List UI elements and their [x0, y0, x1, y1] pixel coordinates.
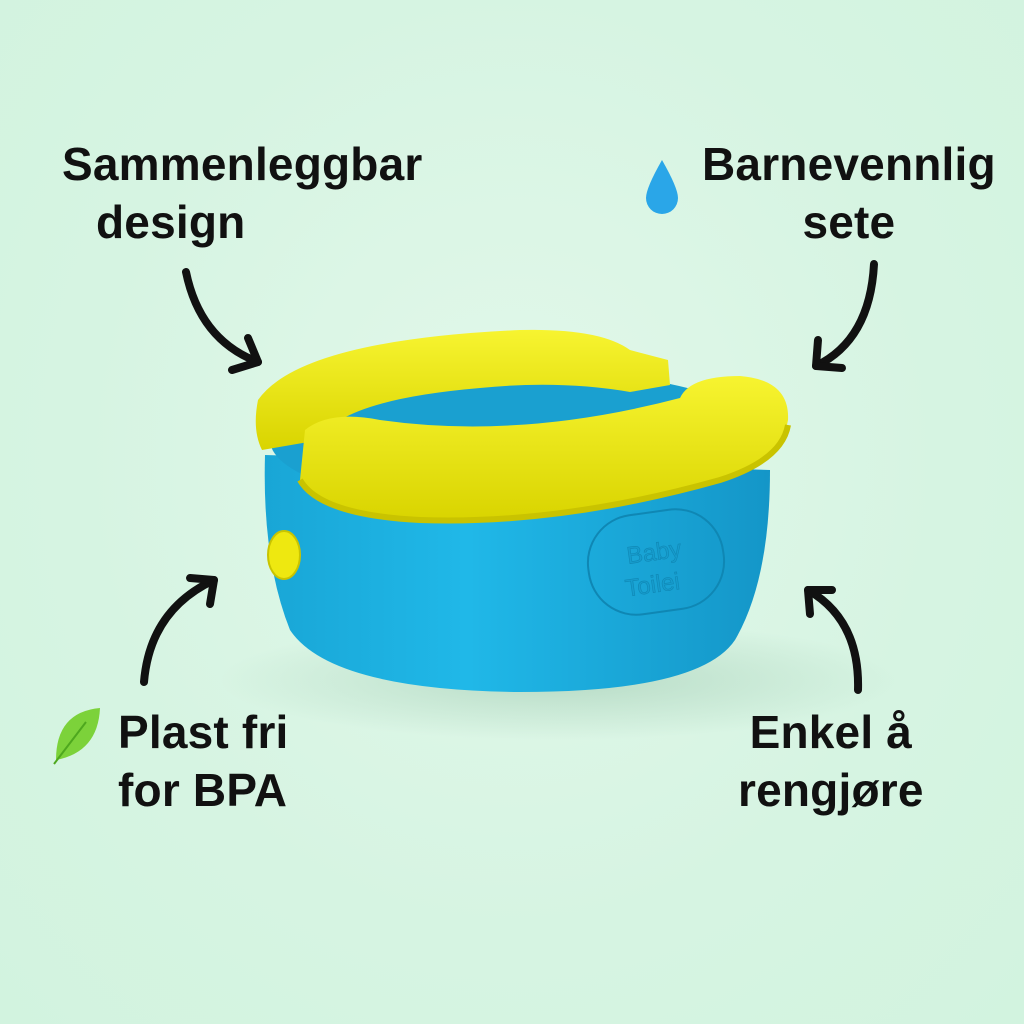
seat-front [300, 376, 789, 521]
water-drop-icon [646, 160, 678, 214]
feature-easy-clean: Enkel å rengjøre [738, 703, 924, 819]
feature-line: Enkel å [749, 706, 913, 758]
feature-line: Barnevennlig [702, 138, 996, 190]
feature-child-friendly-seat: Barnevennlig sete [702, 135, 996, 251]
feature-line: Sammenleggbar [62, 138, 423, 190]
feature-line: rengjøre [738, 764, 924, 816]
feature-bpa-free: Plast fri for BPA [118, 703, 289, 819]
feature-line: design [96, 196, 246, 248]
fold-button [267, 530, 301, 580]
emboss-badge [586, 508, 726, 616]
arrow-bottom-right [804, 586, 863, 694]
arrow-bottom-left [140, 576, 218, 686]
feature-foldable-design: Sammenleggbar design [62, 135, 423, 251]
arrow-top-right [812, 260, 878, 370]
arrow-top-left [182, 268, 262, 366]
feature-line: Plast fri [118, 706, 289, 758]
feature-line: for BPA [118, 764, 288, 816]
seat-back [255, 329, 670, 450]
feature-line: sete [802, 196, 896, 248]
